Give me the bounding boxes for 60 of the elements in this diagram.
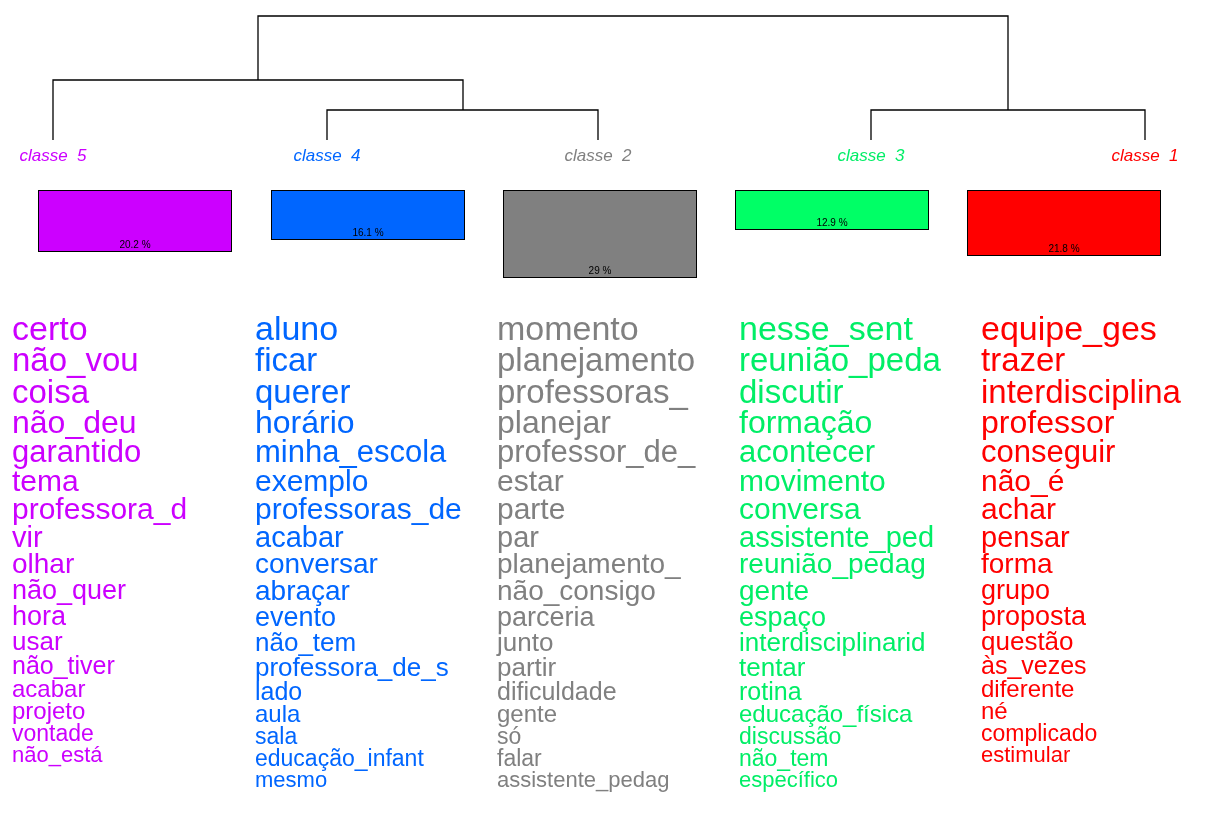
- word: estimular: [981, 745, 1071, 766]
- word: não_tem: [255, 630, 357, 655]
- percentage-bar: [271, 190, 465, 240]
- percentage-value: 20.2 %: [119, 239, 151, 251]
- word: só: [497, 726, 522, 748]
- word: aula: [255, 703, 302, 727]
- percentage-value: 21.8 %: [1048, 243, 1080, 255]
- word: conversar: [255, 551, 379, 578]
- word: grupo: [981, 577, 1052, 604]
- word: parte: [497, 495, 567, 524]
- word: gente: [497, 703, 559, 727]
- class-label: classe 4: [293, 145, 361, 167]
- word: não_é: [981, 466, 1065, 496]
- percentage-value: 12.9 %: [816, 217, 848, 229]
- word: professora_d: [12, 495, 188, 524]
- word: sala: [255, 726, 298, 748]
- class-label: classe 3: [837, 145, 905, 167]
- word: discussão: [739, 726, 842, 748]
- class-label: classe 5: [19, 145, 87, 167]
- word: certo: [12, 312, 89, 345]
- percentage-bar: [38, 190, 232, 252]
- percentage-bar: [735, 190, 929, 230]
- word: educação_infant: [255, 747, 425, 770]
- word: discutir: [739, 375, 844, 407]
- percentage-bar: [503, 190, 697, 278]
- word: não_vou: [12, 344, 140, 376]
- word: não_quer: [12, 577, 128, 604]
- word: não_está: [12, 745, 104, 766]
- word: né: [981, 700, 1008, 724]
- word: pensar: [981, 523, 1071, 552]
- word: assistente_ped: [739, 523, 936, 552]
- word: equipe_ges: [981, 312, 1158, 345]
- word: não_tiver: [12, 653, 116, 678]
- word: assistente_pedag: [497, 769, 671, 791]
- word: gente: [739, 577, 810, 605]
- word: falar: [497, 747, 543, 770]
- word: nesse_sent: [739, 312, 914, 345]
- word: não_tem: [739, 747, 830, 770]
- word: projeto: [12, 700, 86, 724]
- word: movimento: [739, 466, 887, 496]
- word: usar: [12, 629, 63, 654]
- percentage-bar: [967, 190, 1161, 256]
- word: aluno: [255, 312, 340, 345]
- word: minha_escola: [255, 437, 448, 467]
- word: abraçar: [255, 577, 351, 605]
- word: rotina: [739, 679, 803, 704]
- percentage-value: 29 %: [588, 265, 612, 277]
- class-label: classe 2: [564, 145, 632, 167]
- word: tentar: [739, 654, 806, 680]
- word: momento: [497, 312, 640, 345]
- word: planejamento: [497, 344, 696, 376]
- word: olhar: [12, 551, 75, 578]
- percentage-value: 16.1 %: [352, 227, 384, 239]
- word: não_deu: [12, 407, 137, 438]
- class-label: classe 1: [1111, 145, 1179, 167]
- word: educação_física: [739, 703, 914, 727]
- word: conversa: [739, 495, 861, 524]
- word: vontade: [12, 723, 94, 746]
- word: complicado: [981, 723, 1099, 746]
- word: ficar: [255, 344, 319, 376]
